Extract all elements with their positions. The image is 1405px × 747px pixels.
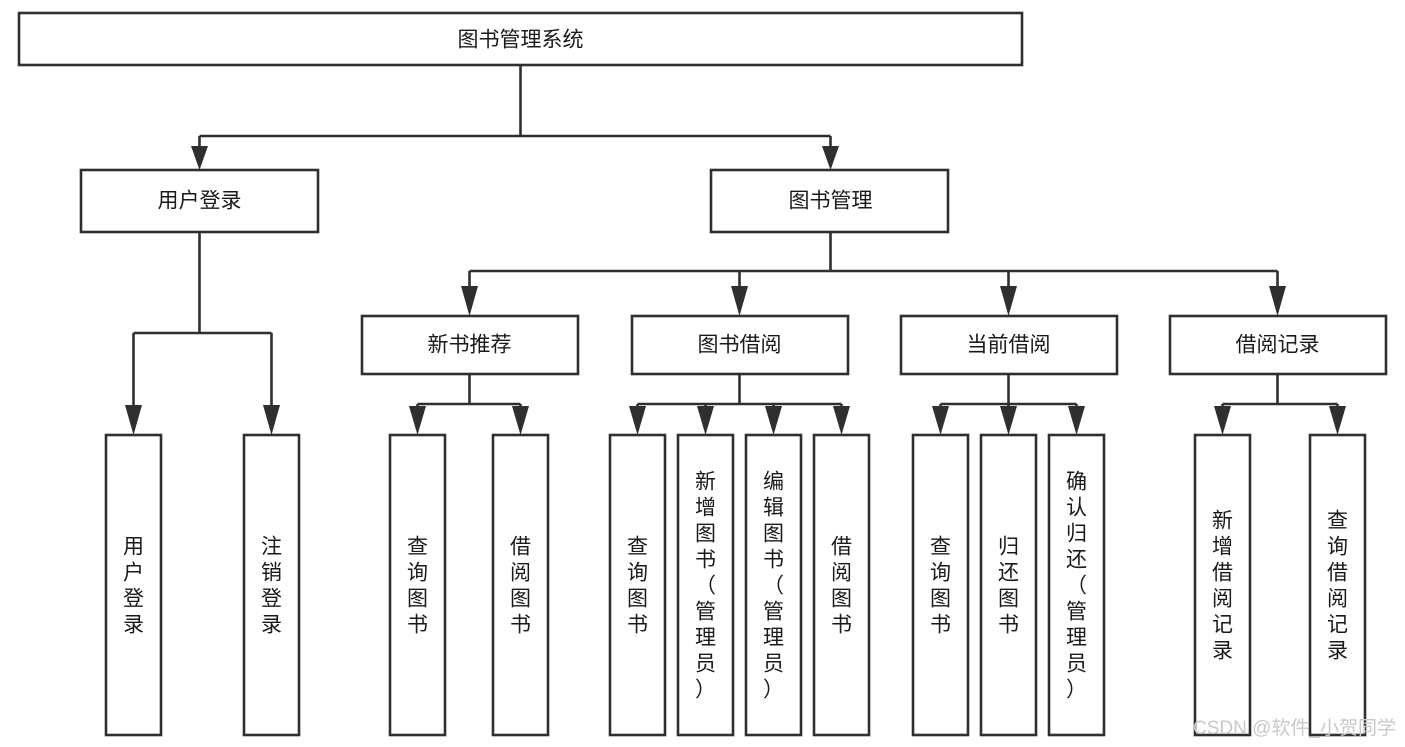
arrow-head-new-book-recommend — [461, 286, 478, 316]
arrow-head-leaf-confirm-return — [1068, 406, 1085, 435]
node-leaf-add-record-label: 新增借阅记录 — [1212, 509, 1233, 662]
node-leaf-add-book-box[interactable] — [676, 433, 735, 737]
node-leaf-edit-book[interactable]: 编辑图书（管理员） — [744, 433, 803, 737]
node-borrow-record[interactable]: 借阅记录 — [1168, 314, 1388, 376]
node-leaf-user-login-box[interactable] — [104, 433, 163, 737]
node-leaf-query-books-3-box[interactable] — [911, 433, 970, 737]
node-leaf-query-books-2[interactable]: 查询图书 — [608, 433, 667, 737]
node-new-book-recommend-label: 新书推荐 — [428, 334, 512, 357]
node-root[interactable]: 图书管理系统 — [17, 11, 1024, 67]
arrow-head-leaf-query-record — [1329, 406, 1346, 435]
node-leaf-borrow-books-2-label: 借阅图书 — [831, 535, 852, 636]
node-leaf-borrow-books-1-box[interactable] — [491, 433, 550, 737]
node-leaf-add-record[interactable]: 新增借阅记录 — [1193, 433, 1252, 737]
watermark: CSDN @软件_小贺同学 — [1193, 717, 1396, 739]
node-root-box[interactable] — [17, 11, 1024, 67]
node-user-login-label: 用户登录 — [158, 190, 242, 213]
node-leaf-query-books-1[interactable]: 查询图书 — [388, 433, 447, 737]
node-leaf-logout-box[interactable] — [242, 433, 301, 737]
node-leaf-confirm-return-label: 确认归还（管理员） — [1066, 470, 1087, 701]
arrow-head-leaf-logout — [263, 405, 280, 435]
node-leaf-query-books-2-box[interactable] — [608, 433, 667, 737]
node-current-borrow-box[interactable] — [899, 314, 1119, 376]
node-leaf-borrow-books-1-label: 借阅图书 — [510, 535, 531, 636]
arrow-head-book-borrow — [731, 286, 748, 316]
node-book-borrow-label: 图书借阅 — [698, 334, 782, 357]
arrow-head-leaf-return-book — [1000, 406, 1017, 435]
arrow-head-leaf-borrow-books-1 — [512, 406, 529, 435]
arrow-head-current-borrow — [1000, 286, 1017, 316]
node-leaf-borrow-books-2-box[interactable] — [812, 433, 871, 737]
node-leaf-query-books-3-label: 查询图书 — [930, 535, 951, 636]
node-book-management-box[interactable] — [709, 168, 950, 234]
node-borrow-record-label: 借阅记录 — [1236, 334, 1320, 357]
node-leaf-user-login-label: 用户登录 — [123, 535, 144, 636]
node-new-book-recommend-box[interactable] — [360, 314, 580, 376]
arrow-head-leaf-query-books-2 — [629, 406, 646, 435]
node-root-label: 图书管理系统 — [458, 29, 584, 52]
arrow-head-borrow-record — [1269, 286, 1286, 316]
node-book-management-label: 图书管理 — [789, 190, 873, 213]
node-current-borrow-label: 当前借阅 — [967, 334, 1051, 357]
node-user-login-box[interactable] — [79, 168, 320, 234]
node-user-login[interactable]: 用户登录 — [79, 168, 320, 234]
node-leaf-add-record-box[interactable] — [1193, 433, 1252, 737]
node-leaf-borrow-books-2[interactable]: 借阅图书 — [812, 433, 871, 737]
arrow-head-leaf-query-books-3 — [932, 406, 949, 435]
arrow-head-leaf-user-login — [125, 405, 142, 435]
node-book-borrow-box[interactable] — [630, 314, 850, 376]
node-leaf-query-record-box[interactable] — [1308, 433, 1367, 737]
arrow-head-user-login — [191, 146, 208, 170]
connector-layer — [125, 65, 1346, 435]
node-book-borrow[interactable]: 图书借阅 — [630, 314, 850, 376]
node-new-book-recommend[interactable]: 新书推荐 — [360, 314, 580, 376]
node-leaf-edit-book-box[interactable] — [744, 433, 803, 737]
node-leaf-confirm-return[interactable]: 确认归还（管理员） — [1047, 433, 1106, 737]
arrow-head-book-management — [822, 146, 839, 170]
node-leaf-add-book[interactable]: 新增图书（管理员） — [676, 433, 735, 737]
arrow-head-leaf-add-book — [697, 406, 714, 435]
node-leaf-query-record[interactable]: 查询借阅记录 — [1308, 433, 1367, 737]
node-leaf-query-record-label: 查询借阅记录 — [1327, 509, 1348, 662]
node-leaf-add-book-label: 新增图书（管理员） — [695, 470, 716, 701]
node-leaf-return-book-label: 归还图书 — [998, 535, 1019, 636]
node-borrow-record-box[interactable] — [1168, 314, 1388, 376]
leaf-layer: 用户登录 注销登录 查询图书 借阅图书 查询图书 新增图书（管理员） — [104, 433, 1367, 737]
node-leaf-confirm-return-box[interactable] — [1047, 433, 1106, 737]
node-leaf-logout-label: 注销登录 — [261, 535, 282, 636]
node-leaf-query-books-1-label: 查询图书 — [407, 535, 428, 636]
node-leaf-return-book-box[interactable] — [979, 433, 1038, 737]
node-leaf-user-login[interactable]: 用户登录 — [104, 433, 163, 737]
node-current-borrow[interactable]: 当前借阅 — [899, 314, 1119, 376]
node-book-management[interactable]: 图书管理 — [709, 168, 950, 234]
node-leaf-edit-book-label: 编辑图书（管理员） — [763, 470, 784, 701]
node-leaf-borrow-books-1[interactable]: 借阅图书 — [491, 433, 550, 737]
node-leaf-query-books-1-box[interactable] — [388, 433, 447, 737]
arrow-head-leaf-add-record — [1214, 406, 1231, 435]
arrow-head-leaf-query-books-1 — [409, 406, 426, 435]
arrow-head-leaf-borrow-books-2 — [833, 406, 850, 435]
node-leaf-return-book[interactable]: 归还图书 — [979, 433, 1038, 737]
node-leaf-logout[interactable]: 注销登录 — [242, 433, 301, 737]
node-leaf-query-books-3[interactable]: 查询图书 — [911, 433, 970, 737]
arrow-head-leaf-edit-book — [765, 406, 782, 435]
node-leaf-query-books-2-label: 查询图书 — [627, 535, 648, 636]
